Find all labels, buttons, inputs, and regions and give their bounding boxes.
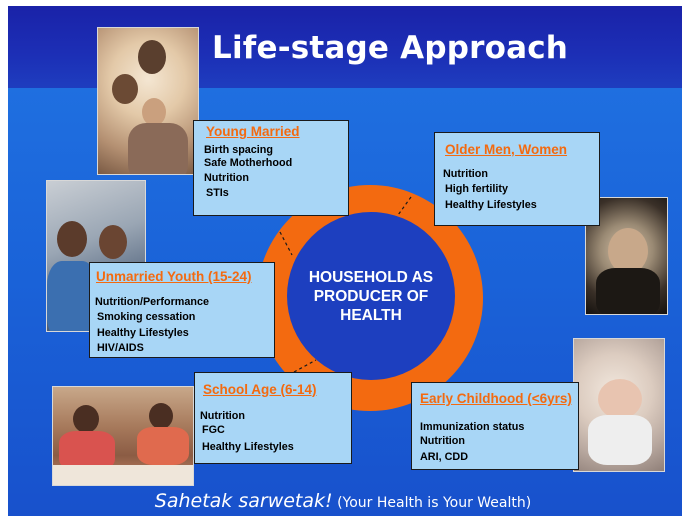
list-item: Nutrition xyxy=(420,435,465,447)
list-item: ARI, CDD xyxy=(420,451,468,463)
list-item: High fertility xyxy=(445,183,508,195)
slide-title: Life-stage Approach xyxy=(212,30,569,66)
family-photo xyxy=(97,27,199,175)
list-item: Immunization status xyxy=(420,421,525,433)
older-adults-box: Older Men, Women Nutrition High fertilit… xyxy=(434,132,600,226)
list-item: Nutrition xyxy=(200,410,245,422)
baby-photo xyxy=(573,338,665,472)
slogan-main: Sahetak sarwetak! xyxy=(154,490,333,512)
early-childhood-box: Early Childhood (<6yrs) Immunization sta… xyxy=(411,382,579,470)
young-married-box: Young Married Birth spacing Safe Motherh… xyxy=(193,120,349,216)
list-item: STIs xyxy=(206,187,229,199)
list-item: Healthy Lifestyles xyxy=(202,441,294,453)
school-age-title: School Age (6-14) xyxy=(203,382,317,397)
list-item: Healthy Lifestyles xyxy=(445,199,537,211)
list-item: Healthy Lifestyles xyxy=(97,327,189,339)
list-item: Birth spacing xyxy=(204,144,273,156)
slogan-translation: (Your Health is Your Wealth) xyxy=(332,495,532,511)
list-item: Nutrition xyxy=(204,172,249,184)
list-item: HIV/AIDS xyxy=(97,342,144,354)
list-item: Safe Motherhood xyxy=(204,157,293,169)
list-item: Nutrition xyxy=(443,168,488,180)
older-adults-title: Older Men, Women xyxy=(445,142,568,157)
older-woman-photo xyxy=(585,197,668,315)
school-age-box: School Age (6-14) Nutrition FGC Healthy … xyxy=(194,372,352,464)
hub-text: HOUSEHOLD AS PRODUCER OF HEALTH xyxy=(308,268,434,324)
household-hub: HOUSEHOLD AS PRODUCER OF HEALTH xyxy=(287,212,455,380)
list-item: FGC xyxy=(202,424,225,436)
list-item: Nutrition/Performance xyxy=(95,296,209,308)
unmarried-youth-box: Unmarried Youth (15-24) Nutrition/Perfor… xyxy=(89,262,275,358)
list-item: Smoking cessation xyxy=(97,311,196,323)
early-childhood-title: Early Childhood (<6yrs) xyxy=(420,391,572,406)
footer-slogan: Sahetak sarwetak! (Your Health is Your W… xyxy=(0,490,686,512)
unmarried-youth-title: Unmarried Youth (15-24) xyxy=(96,269,252,284)
young-married-title: Young Married xyxy=(206,124,300,139)
schoolchildren-photo xyxy=(52,386,194,486)
